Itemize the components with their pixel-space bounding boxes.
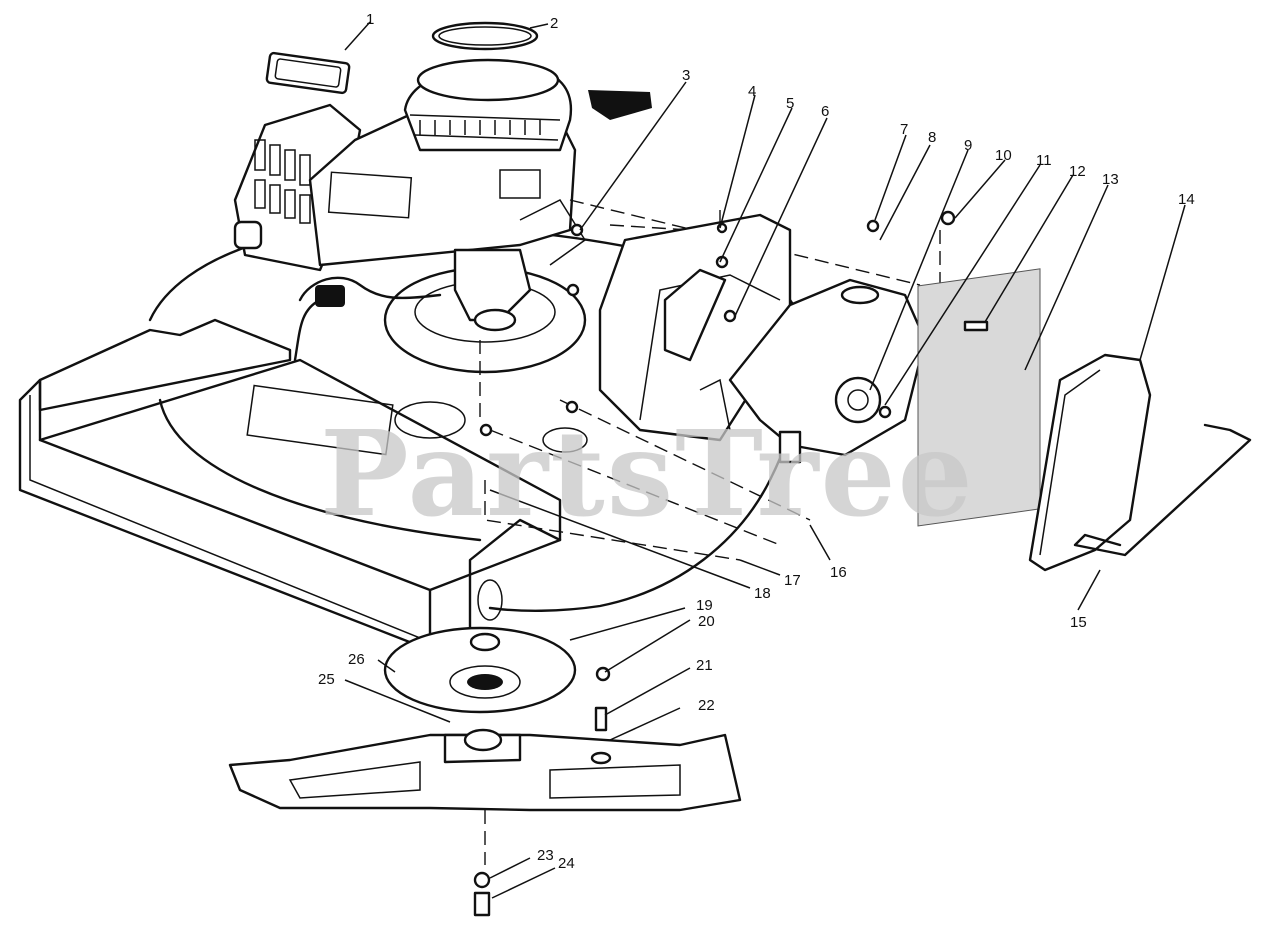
callout-11: 11 [1036,152,1052,169]
callout-12: 12 [1069,163,1086,180]
callout-6: 6 [821,103,829,120]
air-cleaner-cover [728,278,927,464]
gasket-ring-part-2 [431,21,539,51]
callout-2: 2 [550,15,558,32]
callout-19: 19 [696,597,713,614]
callout-18: 18 [754,585,771,602]
callout-labels: 1 2 3 4 5 6 7 8 9 10 11 12 13 14 15 16 1… [318,11,1195,872]
callout-22: 22 [698,697,715,714]
callout-8: 8 [928,129,936,146]
callout-15: 15 [1070,614,1087,631]
callout-4: 4 [748,83,756,100]
callout-21: 21 [696,657,713,674]
outer-cover [1028,353,1152,572]
callout-16: 16 [830,564,847,581]
callout-25: 25 [318,671,335,688]
callout-3: 3 [682,67,690,84]
bail-handle [1073,423,1252,557]
mower-blade [228,728,742,812]
watermark-text: PartsTree [320,404,975,543]
callout-13: 13 [1102,171,1119,188]
foam-filter-element [917,268,1041,527]
engine [233,58,652,374]
callout-7: 7 [900,121,908,138]
callout-1: 1 [366,11,374,28]
callout-26: 26 [348,651,365,668]
blade-adapter [383,626,577,714]
callout-20: 20 [698,613,715,630]
callout-17: 17 [784,572,801,589]
callout-23: 23 [537,847,554,864]
callout-leaders [344,21,1186,899]
callout-5: 5 [786,95,794,112]
callout-9: 9 [964,137,972,154]
plate-part-1 [265,51,351,95]
callout-14: 14 [1178,191,1195,208]
callout-24: 24 [558,855,575,872]
callout-10: 10 [995,147,1012,164]
